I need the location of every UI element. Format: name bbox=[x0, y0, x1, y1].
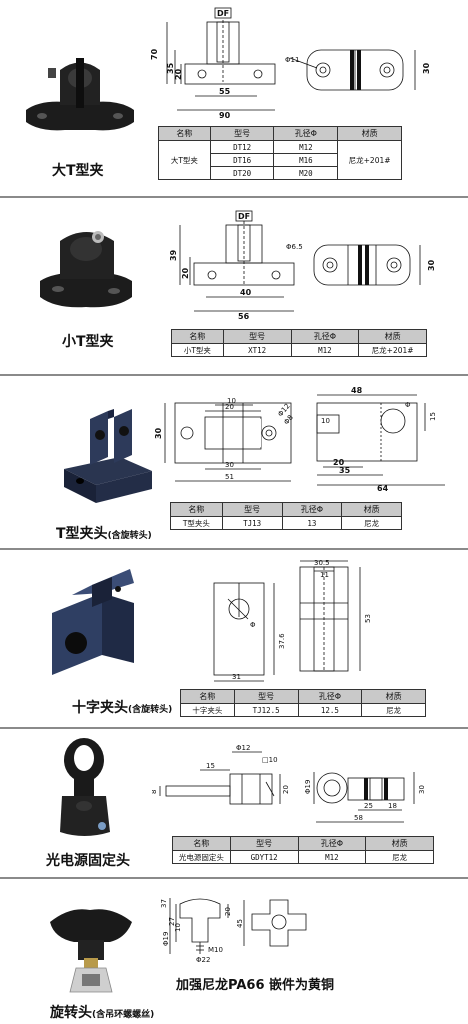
svg-text:37.6: 37.6 bbox=[278, 633, 286, 649]
section-photoelectric-mount-head: 光电源固定头 bbox=[0, 730, 468, 876]
large-t-clamp-photo bbox=[26, 58, 134, 131]
svg-text:45: 45 bbox=[236, 919, 244, 928]
svg-text:30: 30 bbox=[225, 461, 234, 469]
svg-text:Φ11: Φ11 bbox=[285, 56, 299, 64]
svg-text:64: 64 bbox=[377, 484, 389, 491]
svg-text:Φ19: Φ19 bbox=[304, 780, 312, 794]
svg-text:11: 11 bbox=[320, 571, 329, 579]
svg-text:20: 20 bbox=[333, 458, 345, 467]
svg-text:39: 39 bbox=[169, 249, 178, 261]
cross-clamp-head-spec-table: 名称 型号 孔径Φ 材质 十字夹头 TJ12.5 12.5 尼龙 bbox=[180, 689, 426, 717]
svg-text:30: 30 bbox=[427, 259, 436, 271]
svg-text:30: 30 bbox=[422, 62, 431, 74]
table-header-row: 名称 型号 孔径Φ 材质 bbox=[170, 502, 402, 517]
swivel-head-drawing: 37 27 10 20 Φ19 M10 Φ22 45 bbox=[160, 886, 330, 966]
section-large-t-clamp: 大T型夹 bbox=[0, 0, 468, 196]
svg-text:DF: DF bbox=[238, 212, 250, 221]
svg-text:27: 27 bbox=[168, 917, 176, 926]
photoelectric-mount-head-photo bbox=[60, 738, 110, 836]
section-divider bbox=[0, 727, 468, 729]
swivel-head-photo bbox=[50, 909, 132, 993]
svg-text:55: 55 bbox=[219, 87, 231, 96]
large-t-clamp-drawing: DF 70 35 20 55 90 Φ11 30 bbox=[145, 2, 465, 120]
section-divider bbox=[0, 196, 468, 198]
section-divider bbox=[0, 548, 468, 550]
table-header-row: 名称 型号 孔径Φ 材质 bbox=[158, 126, 402, 141]
svg-text:20: 20 bbox=[174, 68, 183, 80]
small-t-clamp-caption: 小T型夹 bbox=[62, 334, 114, 350]
t-clamp-head-caption: T型夹头(含旋转头) bbox=[56, 526, 152, 542]
svg-text:Φ6.5: Φ6.5 bbox=[286, 243, 303, 251]
svg-text:8: 8 bbox=[152, 790, 158, 794]
svg-text:30: 30 bbox=[154, 427, 163, 439]
table-row: DT20 M20 bbox=[159, 166, 402, 180]
svg-text:Φ12: Φ12 bbox=[236, 744, 250, 752]
table-row: 光电源固定头 GDYT12 M12 尼龙 bbox=[172, 850, 434, 864]
section-t-clamp-head: T型夹头(含旋转头) bbox=[0, 377, 468, 547]
svg-text:15: 15 bbox=[429, 412, 437, 421]
table-row: 小T型夹 XT12 M12 尼龙+201# bbox=[171, 343, 427, 357]
svg-text:20: 20 bbox=[225, 403, 234, 411]
svg-text:25: 25 bbox=[364, 802, 373, 810]
table-header-row: 名称 型号 孔径Φ 材质 bbox=[171, 329, 427, 344]
svg-text:20: 20 bbox=[181, 267, 190, 279]
table-row: 大T型夹 DT12 M12 尼龙+201# bbox=[158, 140, 402, 180]
svg-text:20: 20 bbox=[282, 785, 290, 794]
small-t-clamp-photo bbox=[40, 231, 132, 308]
t-clamp-head-spec-table: 名称 型号 孔径Φ 材质 T型夹头 TJ13 13 尼龙 bbox=[170, 502, 402, 530]
t-clamp-head-photo bbox=[64, 409, 152, 503]
svg-text:48: 48 bbox=[351, 386, 363, 395]
table-row: 十字夹头 TJ12.5 12.5 尼龙 bbox=[180, 703, 426, 717]
photoelectric-mount-head-spec-table: 名称 型号 孔径Φ 材质 光电源固定头 GDYT12 M12 尼龙 bbox=[172, 836, 434, 864]
section-small-t-clamp: 小T型夹 D bbox=[0, 199, 468, 374]
svg-text:51: 51 bbox=[225, 473, 234, 481]
svg-text:37: 37 bbox=[160, 899, 168, 908]
svg-text:18: 18 bbox=[388, 802, 397, 810]
svg-text:30: 30 bbox=[418, 785, 426, 794]
svg-text:35: 35 bbox=[166, 62, 175, 74]
svg-text:10: 10 bbox=[321, 417, 330, 425]
large-t-clamp-spec-table: 名称 型号 孔径Φ 材质 大T型夹 DT12 M12 尼龙+201# DT16 … bbox=[158, 126, 402, 180]
svg-text:35: 35 bbox=[339, 466, 351, 475]
small-t-clamp-drawing: DF 39 20 40 56 Φ6.5 30 bbox=[168, 201, 463, 319]
section-divider bbox=[0, 877, 468, 879]
svg-text:Φ22: Φ22 bbox=[196, 956, 210, 964]
material-note: 加强尼龙PA66 嵌件为黄铜 bbox=[176, 978, 335, 993]
swivel-head-caption: 旋转头(含吊环螺螺丝) bbox=[50, 1005, 155, 1021]
large-t-clamp-caption: 大T型夹 bbox=[52, 163, 104, 179]
small-t-clamp-spec-table: 名称 型号 孔径Φ 材质 小T型夹 XT12 M12 尼龙+201# bbox=[171, 329, 427, 357]
svg-text:56: 56 bbox=[238, 312, 250, 319]
table-row: T型夹头 TJ13 13 尼龙 bbox=[170, 516, 402, 530]
svg-text:Φ: Φ bbox=[250, 621, 256, 629]
svg-text:Φ: Φ bbox=[405, 401, 411, 409]
table-header-row: 名称 型号 孔径Φ 材质 bbox=[172, 836, 434, 851]
photoelectric-mount-head-drawing: Φ12 □10 15 8 20 Φ19 25 18 58 30 bbox=[152, 744, 427, 830]
cross-clamp-head-photo bbox=[52, 569, 134, 675]
svg-text:Φ19: Φ19 bbox=[162, 932, 170, 946]
svg-text:M10: M10 bbox=[208, 946, 223, 954]
t-clamp-head-drawing: 30 20 10 Φ12 Φ8 30 51 48 10 15 20 35 64 … bbox=[153, 381, 463, 491]
svg-text:30.5: 30.5 bbox=[314, 559, 330, 567]
section-swivel-head: 旋转头(含吊环螺螺丝) 37 27 10 20 Φ19 M10 Φ22 45 bbox=[0, 880, 468, 1024]
svg-text:10: 10 bbox=[174, 923, 182, 932]
section-cross-clamp-head: 十字夹头(含旋转头) Φ 37.6 31 30.5 bbox=[0, 551, 468, 726]
svg-text:10: 10 bbox=[227, 397, 236, 405]
svg-text:40: 40 bbox=[240, 288, 252, 297]
section-divider bbox=[0, 374, 468, 376]
cross-clamp-head-caption: 十字夹头(含旋转头) bbox=[72, 700, 173, 716]
svg-text:70: 70 bbox=[150, 48, 159, 60]
cross-clamp-head-drawing: Φ 37.6 31 30.5 11 53 bbox=[200, 557, 380, 685]
svg-text:58: 58 bbox=[354, 814, 363, 822]
svg-text:53: 53 bbox=[364, 614, 372, 623]
svg-text:15: 15 bbox=[206, 762, 215, 770]
svg-text:20: 20 bbox=[224, 907, 232, 916]
svg-text:□10: □10 bbox=[262, 756, 278, 764]
table-header-row: 名称 型号 孔径Φ 材质 bbox=[180, 689, 426, 704]
svg-text:DF: DF bbox=[217, 9, 229, 18]
svg-text:90: 90 bbox=[219, 111, 231, 120]
photoelectric-mount-head-caption: 光电源固定头 bbox=[46, 853, 130, 869]
svg-text:31: 31 bbox=[232, 673, 241, 681]
